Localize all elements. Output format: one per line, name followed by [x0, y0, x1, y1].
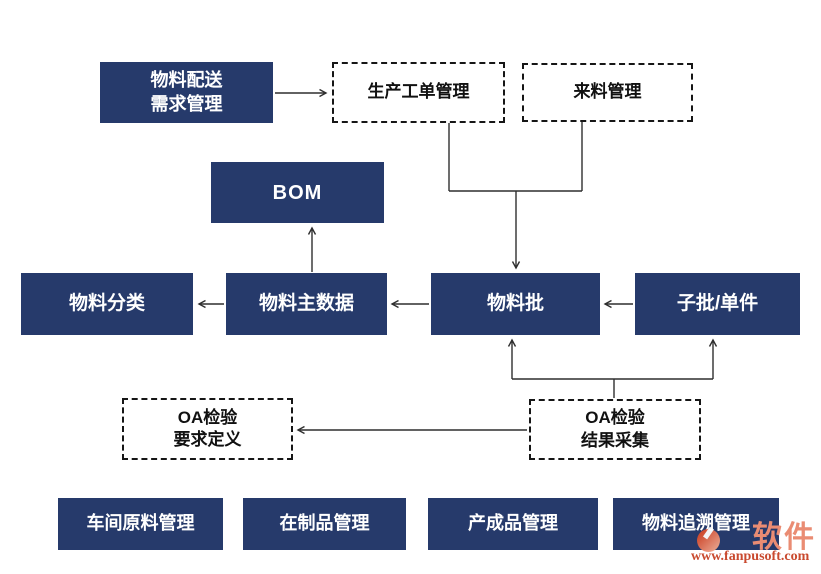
node-wip-management: 在制品管理 [243, 498, 406, 550]
node-material-traceability: 物料追溯管理 [613, 498, 779, 550]
node-incoming-material: 来料管理 [522, 63, 693, 122]
node-qa-result: OA检验 结果采集 [529, 399, 701, 460]
node-material-distribution: 物料配送 需求管理 [100, 62, 273, 123]
node-qa-requirement: OA检验 要求定义 [122, 398, 293, 460]
node-production-order: 生产工单管理 [332, 62, 505, 123]
node-material-category: 物料分类 [21, 273, 193, 335]
watermark-url: www.fanpusoft.com [691, 549, 810, 564]
node-bom: BOM [211, 162, 384, 223]
node-sub-batch: 子批/单件 [635, 273, 800, 335]
node-finished-goods: 产成品管理 [428, 498, 598, 550]
node-material-batch: 物料批 [431, 273, 600, 335]
node-workshop-raw-material: 车间原料管理 [58, 498, 223, 550]
node-material-master: 物料主数据 [226, 273, 387, 335]
fanpu-logo-icon [697, 529, 720, 552]
watermark-logo-text: 软件 [752, 521, 816, 554]
